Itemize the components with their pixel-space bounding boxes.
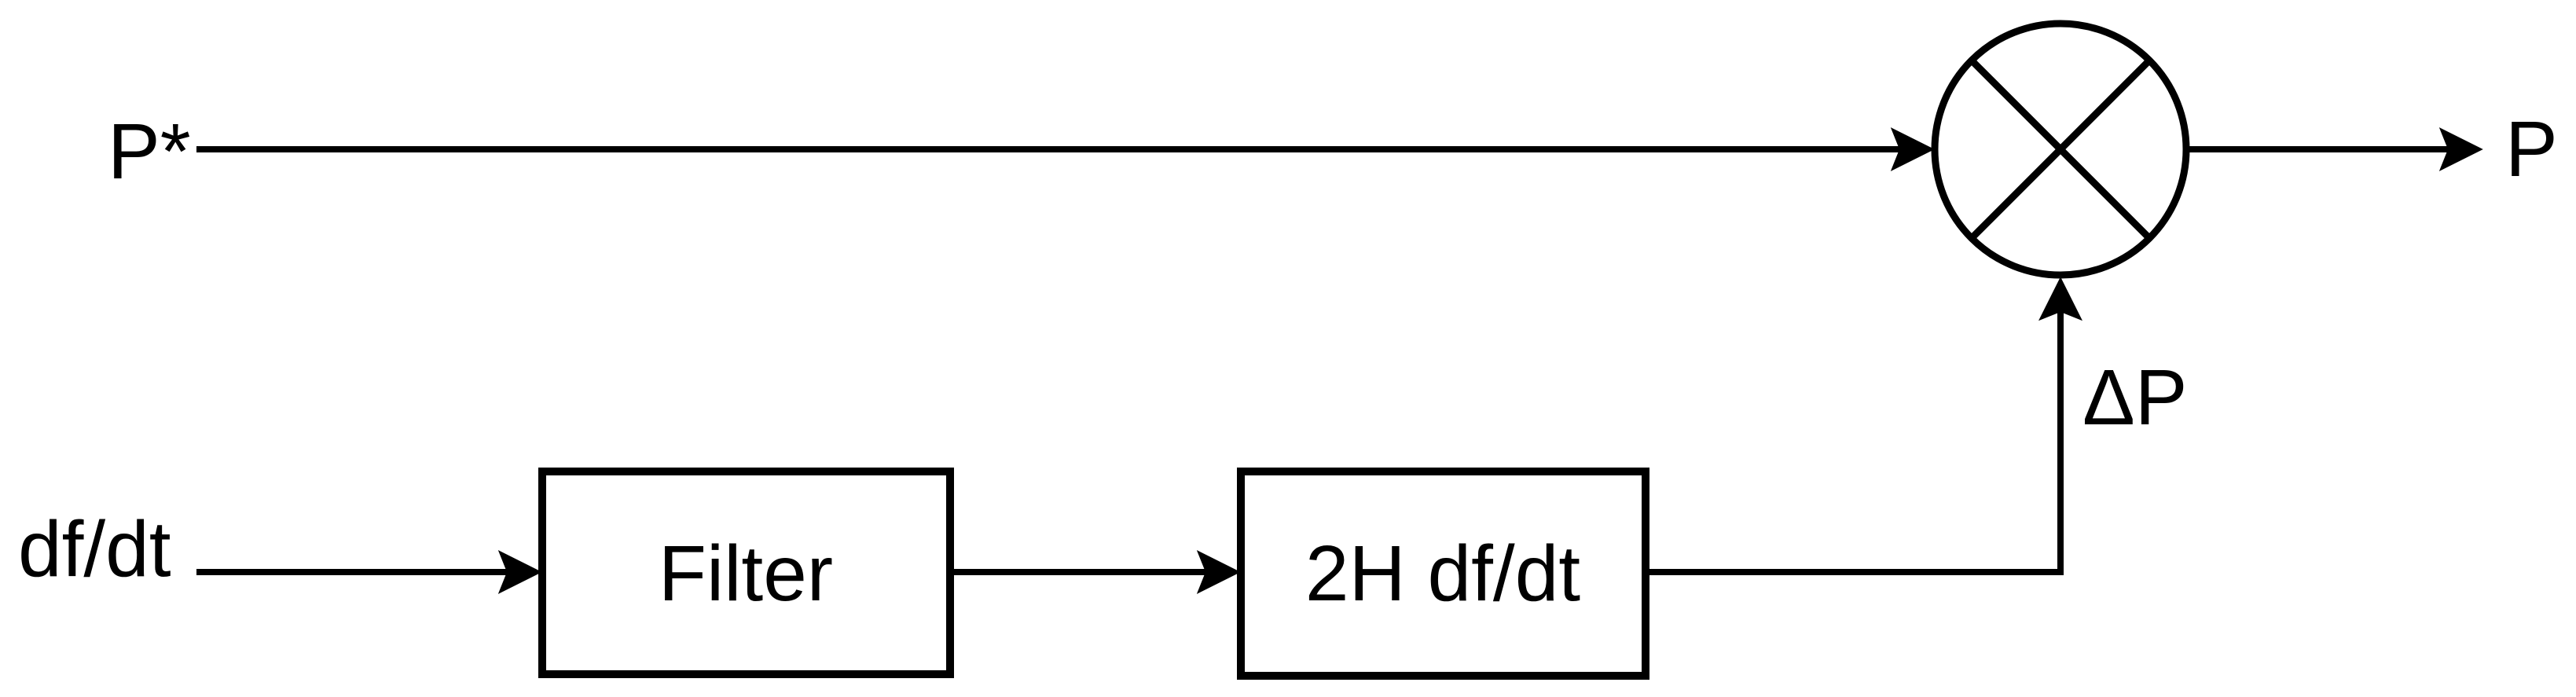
label-delta-p: ΔP: [2082, 354, 2188, 442]
multiplier-junction: [1931, 20, 2190, 279]
label-p-setpoint: P*: [108, 108, 191, 196]
multiplier-cross-line-2: [1969, 57, 2152, 241]
inertia-block-label: 2H df/dt: [1305, 530, 1580, 618]
filter-block-label: Filter: [659, 530, 833, 618]
label-p-output: P: [2505, 105, 2558, 193]
filter-block: Filter: [538, 468, 954, 678]
inertia-block: 2H df/dt: [1237, 468, 1649, 680]
inertia-block-box: [1237, 468, 1649, 680]
label-dfdt-input: df/dt: [18, 505, 171, 593]
multiplier-circle: [1931, 20, 2190, 279]
arrow-inertia-to-multiplier: [1646, 277, 2082, 575]
